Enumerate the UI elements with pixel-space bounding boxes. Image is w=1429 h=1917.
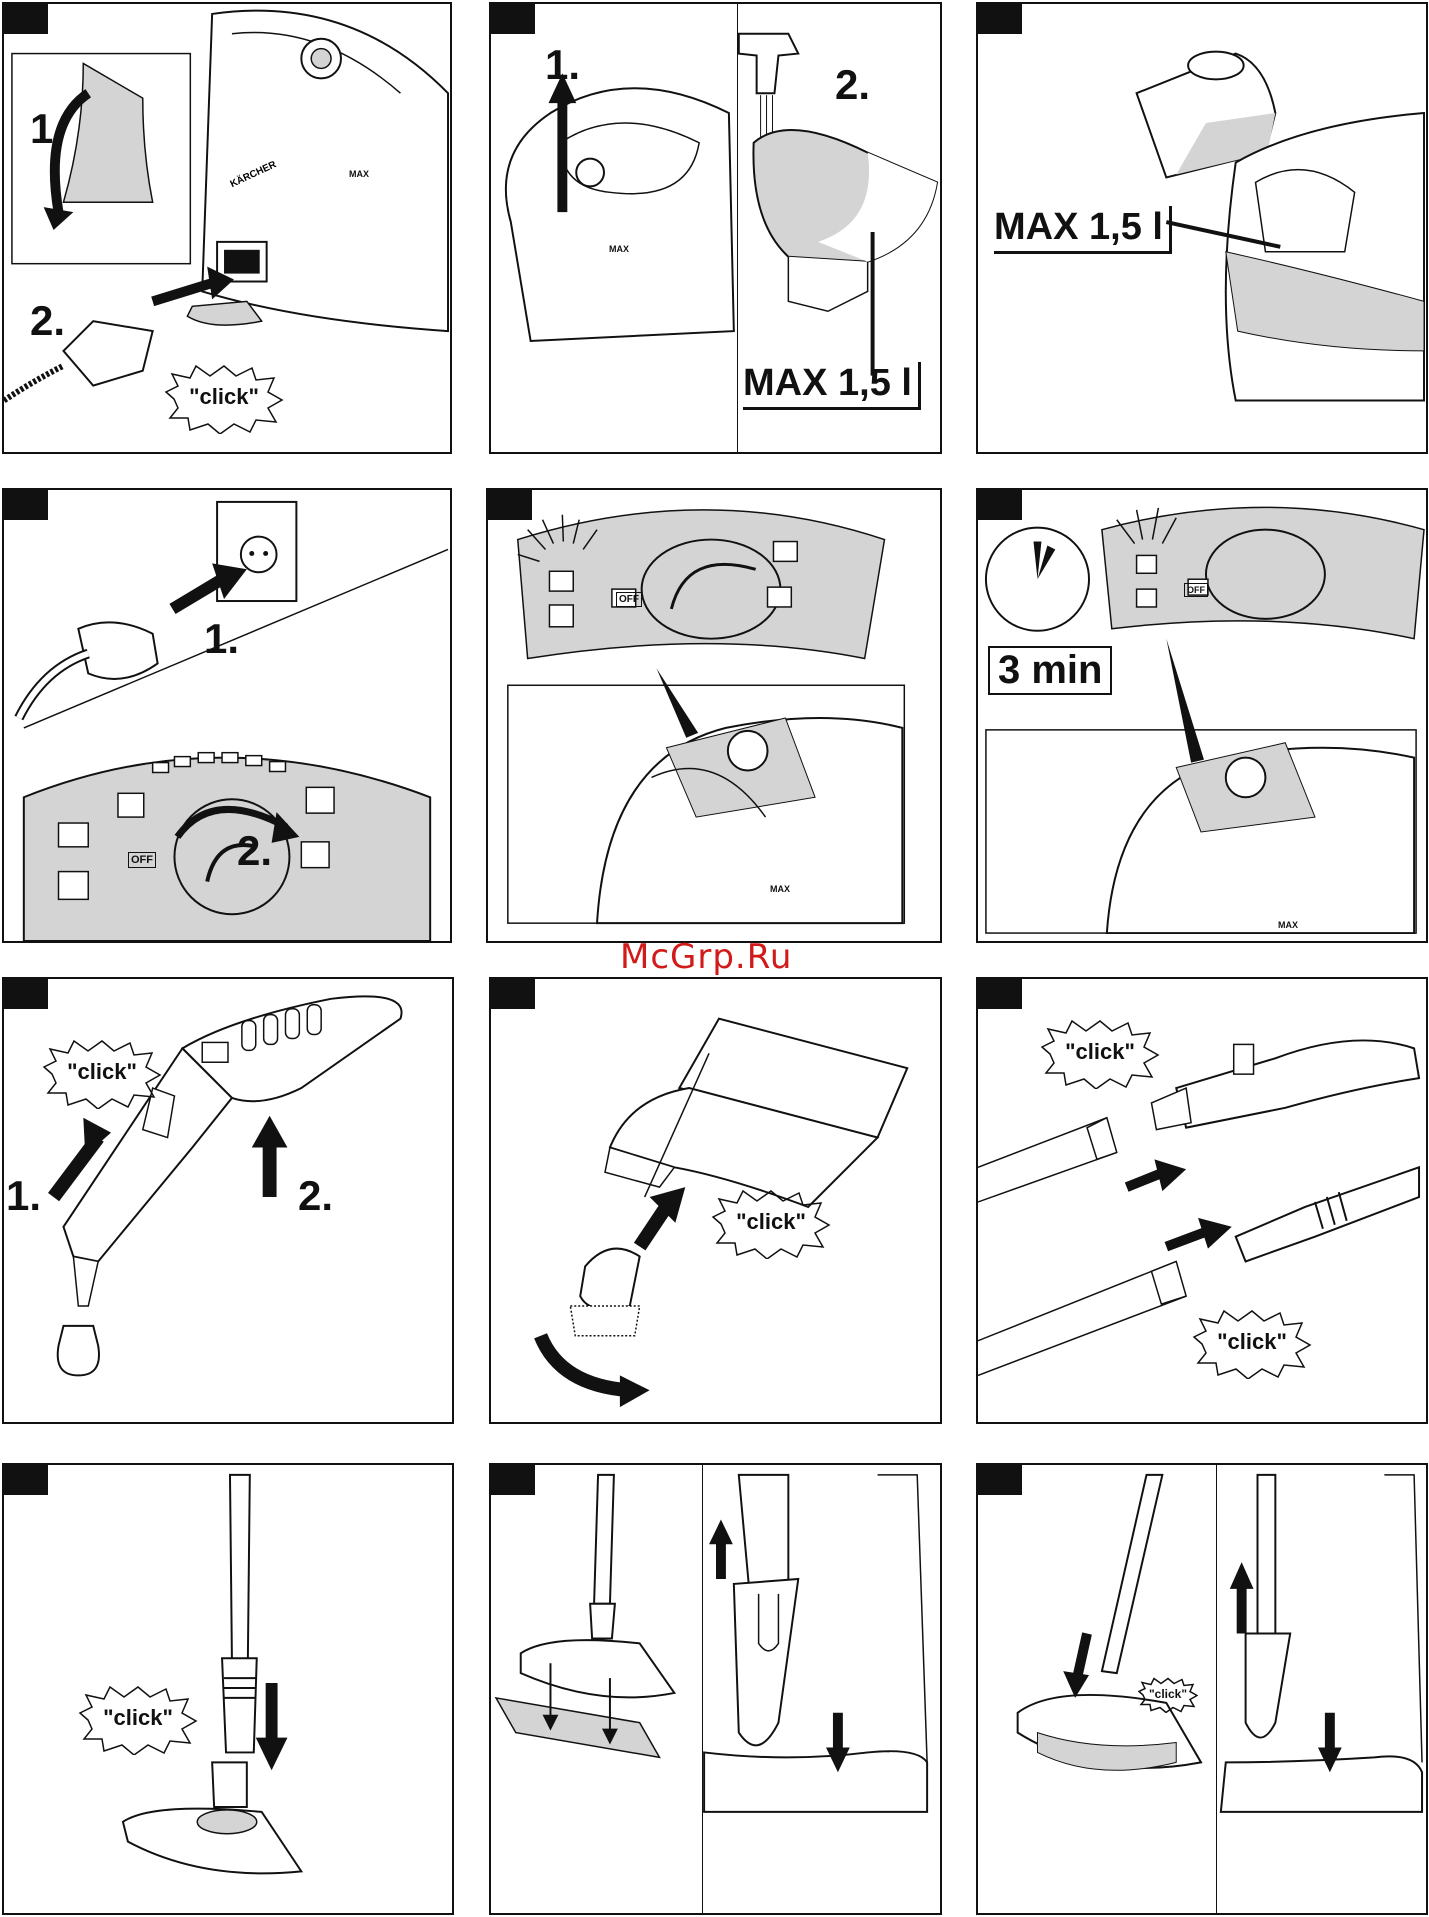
step-2-label: 2. <box>30 300 65 342</box>
illustration-plug-socket-dial <box>4 490 450 941</box>
click-sound-label: "click" <box>1138 1677 1198 1713</box>
click-sound-label: "click" <box>164 364 284 434</box>
click-sound-label-bottom: "click" <box>1192 1309 1312 1379</box>
max-capacity-label: MAX 1,5 l <box>743 362 921 410</box>
max-capacity-label: MAX 1,5 l <box>994 206 1172 254</box>
panel-11-cloth-attach <box>489 1463 942 1915</box>
off-button-label: OFF <box>616 592 642 607</box>
off-button-label: OFF <box>1184 583 1208 597</box>
max-fill-mark: MAX <box>770 884 790 894</box>
step-1-label: 1. <box>204 618 239 660</box>
off-button-label: OFF <box>128 852 156 868</box>
panel-12-detach-nozzle: "click" <box>976 1463 1428 1915</box>
click-sound-label: "click" <box>42 1039 162 1109</box>
step-1-label: 1. <box>6 1175 41 1217</box>
illustration-detach-floor-nozzle <box>978 1465 1426 1913</box>
panel-4-plug-and-dial: 1. 2. OFF <box>2 488 452 943</box>
max-fill-mark: MAX <box>349 169 369 179</box>
panel-10-floor-nozzle: "click" <box>2 1463 454 1915</box>
panel-1-power-cable: KÄRCHER 1. 2. MAX "click" <box>2 2 452 454</box>
panel-5-heating-indicator: OFF MAX <box>486 488 942 943</box>
click-sound-label-top: "click" <box>1040 1019 1160 1089</box>
illustration-clock-and-indicator <box>978 490 1426 941</box>
click-sound-label: "click" <box>711 1189 831 1259</box>
max-fill-mark: MAX <box>609 244 629 254</box>
panel-2-fill-tank: 1. 2. MAX MAX 1,5 l <box>489 2 942 454</box>
click-sound-label: "click" <box>78 1685 198 1755</box>
watermark: McGrp.Ru <box>620 937 792 977</box>
panel-3-pour-water: MAX 1,5 l <box>976 2 1428 454</box>
panel-7-attach-nozzle: 1. 2. "click" <box>2 977 454 1424</box>
illustration-floor-nozzle-attach <box>4 1465 452 1913</box>
wait-time-label: 3 min <box>988 646 1112 695</box>
panel-6-wait-three-minutes: 3 min OFF MAX <box>976 488 1428 943</box>
step-2-label: 2. <box>835 64 870 106</box>
step-1-label: 1. <box>545 44 580 86</box>
step-1-label: 1. <box>30 108 65 150</box>
panel-8-attach-brush: "click" <box>489 977 942 1424</box>
step-2-label: 2. <box>237 830 272 872</box>
illustration-heating-light <box>488 490 940 941</box>
max-fill-mark: MAX <box>1278 920 1298 930</box>
illustration-cloth-and-pedal <box>491 1465 940 1913</box>
step-2-label: 2. <box>298 1175 333 1217</box>
panel-9-extension-tubes: "click" "click" <box>976 977 1428 1424</box>
